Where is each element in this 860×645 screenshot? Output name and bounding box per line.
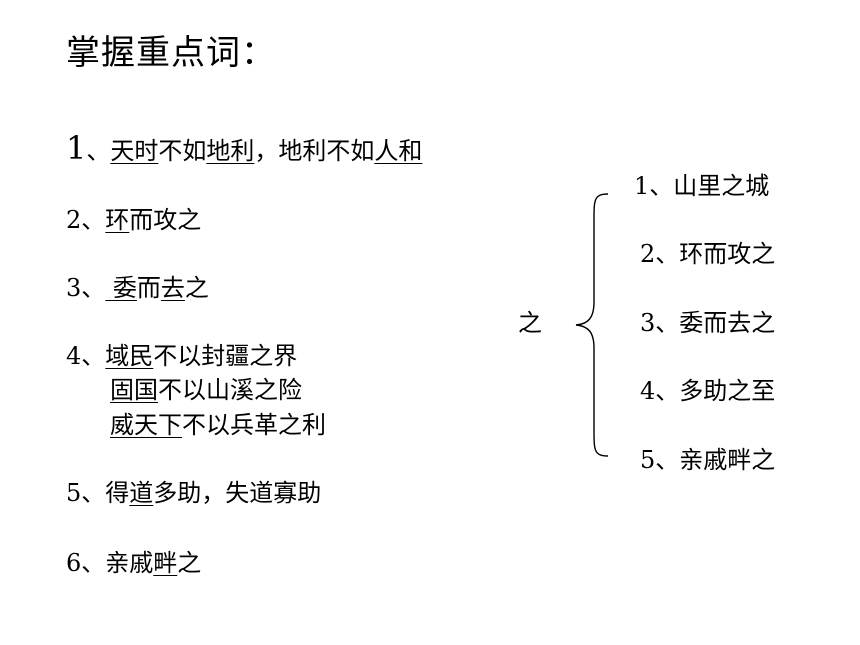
key-word: 畔 [153,549,178,577]
right-list-item-5: 5、亲戚畔之 [640,446,776,474]
key-word: 道 [129,479,154,507]
text-segment: 、得 [81,479,130,507]
text-segment: 不如 [158,137,207,165]
text-segment: ，地利不如 [254,137,375,165]
item-number: 1 [66,129,87,167]
key-word: 天时 [110,137,159,165]
text-segment: 之 [177,549,202,577]
brace-label: 之 [518,309,542,337]
curly-brace-icon [575,193,609,457]
text-segment: 而 [136,274,161,302]
item-number: 6 [66,549,82,577]
key-word: 地利 [206,137,255,165]
key-word: 人和 [374,137,423,165]
right-list-item-1: 1、山里之城 [634,172,770,200]
item-number: 3 [66,274,82,302]
right-list-item-4: 4、多助之至 [640,377,776,405]
item-number: 5 [66,479,82,507]
list-item-4-line-3: 威天下不以兵革之利 [110,409,326,441]
text-segment: 而攻之 [129,206,202,234]
list-item-4-line-2: 固国不以山溪之险 [110,374,302,406]
text-segment: 、 [81,274,106,302]
key-word: 委 [105,274,137,302]
item-number: 2 [66,206,82,234]
list-item-2: 2、环而攻之 [66,204,201,236]
list-item-1: 1、天时不如地利，地利不如人和 [66,132,422,167]
list-item-3: 3、 委而去之 [66,272,209,304]
text-segment: 不以山溪之险 [158,376,302,404]
text-segment: 、 [86,137,111,165]
key-word: 域民 [105,342,154,370]
key-word: 环 [105,206,130,234]
text-segment: 不以兵革之利 [182,411,326,439]
text-segment: 不以封疆之界 [153,342,298,370]
text-segment: 多助，失道寡助 [153,479,322,507]
list-item-4: 4、域民不以封疆之界 [66,340,297,372]
key-word: 威天下 [110,411,182,439]
right-list-item-2: 2、环而攻之 [640,240,776,268]
item-number: 4 [66,342,82,370]
right-list-item-3: 3、委而去之 [640,309,776,337]
text-segment: 之 [184,274,209,302]
text-segment: 、 [81,342,106,370]
text-segment: 、亲戚 [81,549,154,577]
key-word: 固国 [110,376,158,404]
key-word: 去 [160,274,185,302]
page-title: 掌握重点词： [66,33,276,73]
text-segment: 、 [81,206,106,234]
list-item-6: 6、亲戚畔之 [66,547,201,579]
list-item-5: 5、得道多助，失道寡助 [66,477,321,509]
